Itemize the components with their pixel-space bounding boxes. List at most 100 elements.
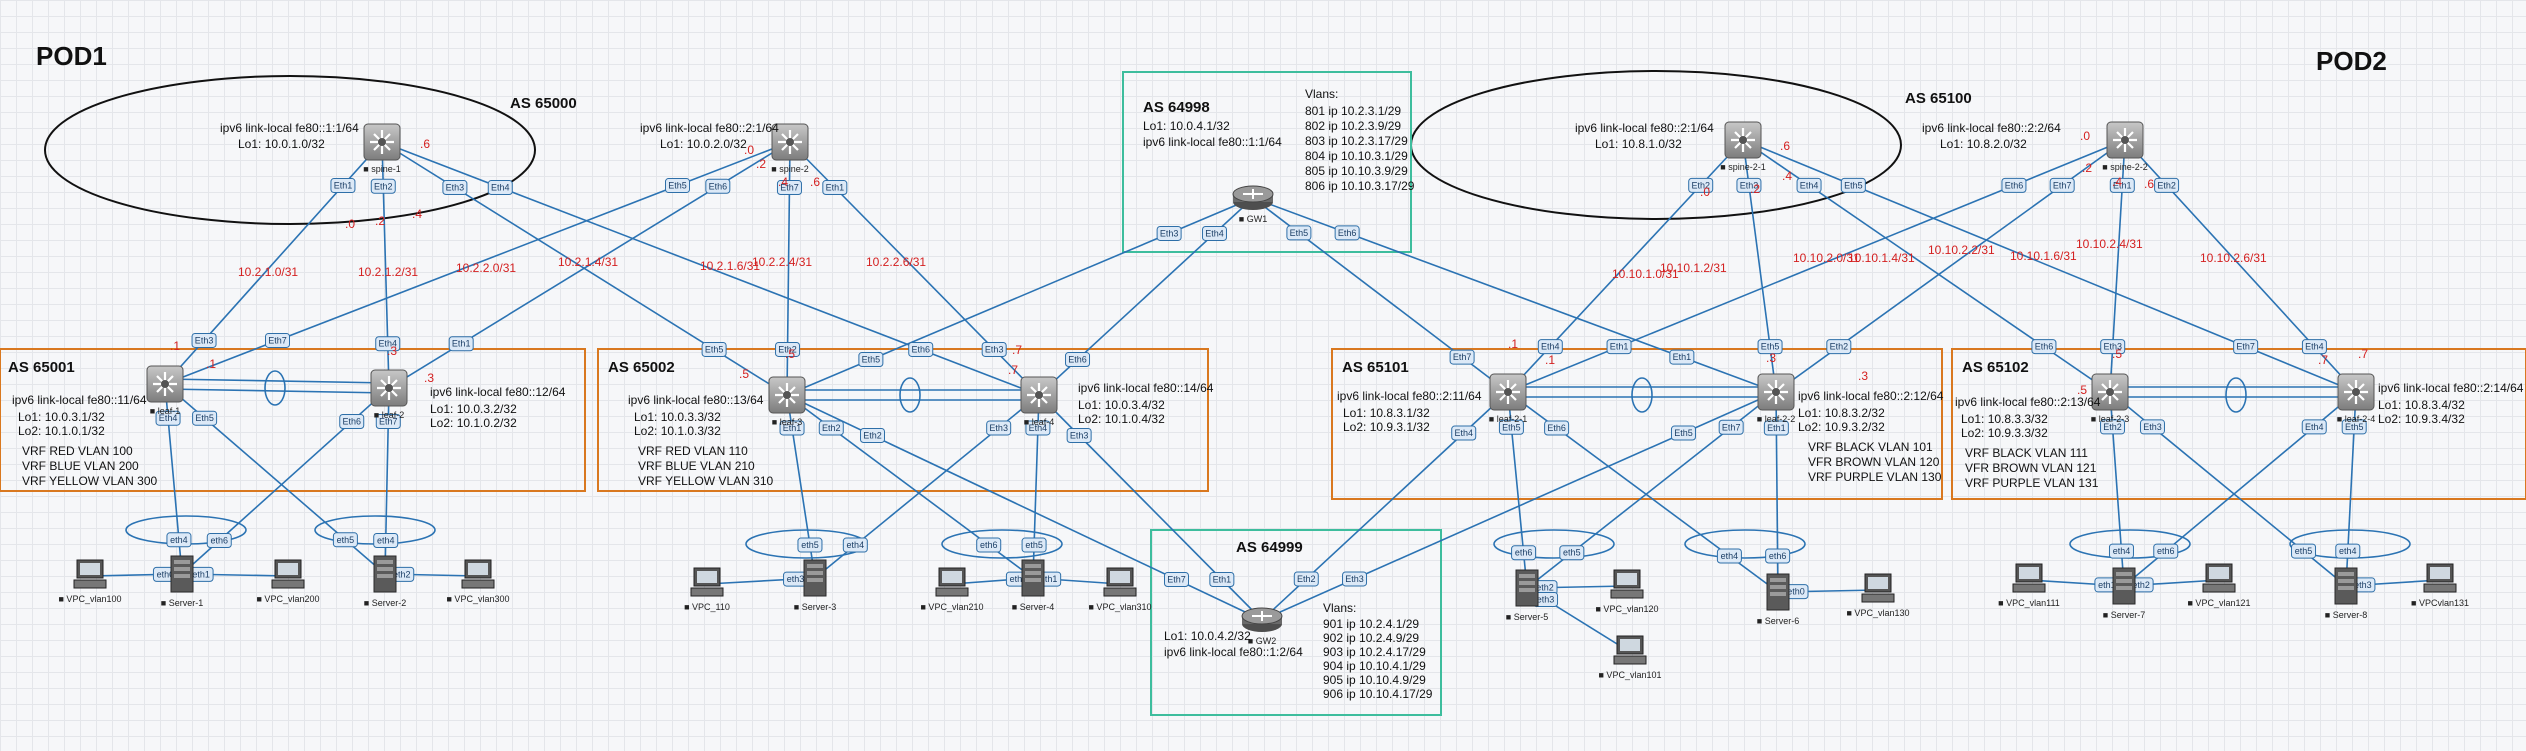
- vpc-vpc130-pc-icon[interactable]: [1861, 573, 1895, 603]
- port-label: Eth5: [1290, 228, 1309, 238]
- vpc-vpc120-pc-icon-label: ■ VPC_vlan120: [1596, 604, 1659, 614]
- port-label: eth1: [1040, 574, 1058, 584]
- port-tag: eth4: [2335, 543, 2361, 559]
- vpc-vpc100-pc-icon[interactable]: [73, 559, 107, 589]
- vpc-vpc111-pc-icon[interactable]: [2012, 563, 2046, 593]
- spine-2-1-switch-icon[interactable]: [1723, 120, 1763, 160]
- port-tag: Eth2: [818, 420, 844, 436]
- leaf23-lo1: Lo1: 10.8.3.3/32: [1961, 412, 2048, 426]
- gw1-router-icon[interactable]: [1232, 185, 1274, 211]
- gw1-vlans-title: Vlans:: [1305, 87, 1338, 101]
- port-label: eth3: [787, 574, 805, 584]
- port-label: Eth1: [826, 183, 845, 193]
- vpc-vpc310-pc-icon[interactable]: [1103, 567, 1137, 597]
- port-tag: Eth7: [1164, 572, 1189, 587]
- leaf1-switch-icon[interactable]: [145, 364, 185, 404]
- server-1-icon[interactable]: [170, 555, 194, 593]
- port-label: eth2: [2132, 580, 2150, 590]
- server-2-icon-label: ■ Server-2: [364, 598, 406, 608]
- port-label: Eth2: [2157, 180, 2176, 190]
- spine-2-ipv6: ipv6 link-local fe80::2:1/64: [640, 121, 779, 135]
- port-tag: eth6: [1511, 545, 1537, 561]
- spine-1-switch-icon-label: ■ spine-1: [363, 164, 400, 174]
- gw2-vlan-1: 902 ip 10.2.4.9/29: [1323, 631, 1419, 645]
- octet-label-24: .1: [1508, 337, 1518, 351]
- port-tag: Eth4: [375, 336, 401, 352]
- vpc-vpc200-pc-icon[interactable]: [271, 559, 305, 589]
- port-tag: Eth1: [330, 178, 356, 194]
- leaf21-lo1: Lo1: 10.8.3.1/32: [1343, 406, 1430, 420]
- leaf23-switch-icon-label: ■ leaf-2-3: [2091, 414, 2129, 424]
- server-2-icon[interactable]: [373, 555, 397, 593]
- server-5-icon[interactable]: [1515, 569, 1539, 607]
- leaf22-vrf-2: VRF PURPLE VLAN 130: [1808, 470, 1942, 484]
- leaf24-switch-icon[interactable]: [2336, 372, 2376, 412]
- port-label: Eth6: [1068, 355, 1087, 365]
- server-5-icon-label: ■ Server-5: [1506, 612, 1548, 622]
- leaf21-switch-icon[interactable]: [1488, 372, 1528, 412]
- subnet-label-2: 10.2.2.0/31: [456, 261, 516, 275]
- server-7-icon[interactable]: [2112, 567, 2136, 605]
- spine-1-switch-icon[interactable]: [362, 122, 402, 162]
- port-tag: Eth7: [776, 180, 802, 196]
- server-4-icon[interactable]: [1021, 559, 1045, 597]
- port-label: eth5: [801, 540, 819, 550]
- port-tag: Eth5: [2341, 419, 2367, 435]
- port-label: Eth6: [709, 181, 728, 191]
- port-label: Eth5: [1844, 180, 1863, 190]
- port-label: Eth3: [195, 335, 214, 345]
- octet-label-9: .2: [1750, 182, 1760, 196]
- port-label: Eth1: [1610, 342, 1629, 352]
- leaf3-vrf-1: VRF BLUE VLAN 210: [638, 459, 755, 473]
- octet-label-5: .2: [756, 157, 766, 171]
- gw2-vlan-3: 904 ip 10.10.4.1/29: [1323, 659, 1426, 673]
- vpc-vpc121-pc-icon[interactable]: [2202, 563, 2236, 593]
- port-tag: eth6: [1765, 548, 1791, 564]
- leaf4-switch-icon[interactable]: [1019, 375, 1059, 415]
- port-tag: Eth5: [701, 341, 727, 357]
- port-label: Eth5: [862, 355, 881, 365]
- vpc-vpc120-pc-icon[interactable]: [1610, 569, 1644, 599]
- as-65002-box: [597, 348, 1209, 492]
- spine-2-1-lo1: Lo1: 10.8.1.0/32: [1595, 137, 1682, 151]
- port-tag: Eth3: [1066, 428, 1092, 443]
- port-tag: eth1: [188, 566, 214, 582]
- port-label: Eth7: [1453, 352, 1472, 362]
- vpc-vpc101-pc-icon[interactable]: [1613, 635, 1647, 665]
- port-tag: Eth1: [1606, 339, 1632, 355]
- port-label: eth2: [393, 569, 411, 579]
- port-label: Eth5: [195, 413, 214, 423]
- octet-label-10: .4: [1782, 169, 1792, 183]
- port-tag: eth5: [2291, 543, 2317, 559]
- port-label: Eth2: [863, 431, 882, 441]
- port-tag: Eth6: [1334, 225, 1360, 241]
- leaf22-switch-icon[interactable]: [1756, 372, 1796, 412]
- port-tag: Eth7: [2233, 339, 2259, 355]
- octet-label-7: .6: [810, 175, 820, 189]
- gw2-ipv6: ipv6 link-local fe80::1:2/64: [1164, 645, 1303, 659]
- leaf21-ipv6: ipv6 link-local fe80::2:11/64: [1337, 389, 1482, 403]
- pod1-spine-group-outline: [44, 75, 536, 225]
- leaf3-switch-icon[interactable]: [767, 375, 807, 415]
- server-3-icon[interactable]: [803, 559, 827, 597]
- port-tag: Eth1: [2109, 177, 2135, 193]
- vpc-vpc300-pc-icon[interactable]: [461, 559, 495, 589]
- octet-label-4: .0: [744, 143, 754, 157]
- vpc-vpc110-pc-icon[interactable]: [690, 567, 724, 597]
- vpc-vpc131-pc-icon[interactable]: [2423, 563, 2457, 593]
- leaf2-switch-icon[interactable]: [369, 368, 409, 408]
- port-label: eth1: [192, 569, 210, 579]
- subnet-label-12: 10.10.1.6/31: [2010, 249, 2077, 263]
- port-label: Eth7: [1167, 575, 1186, 585]
- port-tag: Eth7: [1449, 349, 1475, 365]
- server-6-icon[interactable]: [1766, 573, 1790, 611]
- port-label: Eth1: [783, 423, 802, 433]
- port-tag: Eth2: [2154, 177, 2180, 193]
- server-8-icon[interactable]: [2334, 567, 2358, 605]
- octet-label-26: .3: [1766, 351, 1776, 365]
- vpc-vpc210-pc-icon[interactable]: [935, 567, 969, 597]
- subnet-label-10: 10.10.1.4/31: [1848, 251, 1915, 265]
- leaf3-switch-icon-label: ■ leaf-3: [772, 417, 802, 427]
- spine-2-2-switch-icon[interactable]: [2105, 120, 2145, 160]
- port-label: eth0: [1010, 574, 1028, 584]
